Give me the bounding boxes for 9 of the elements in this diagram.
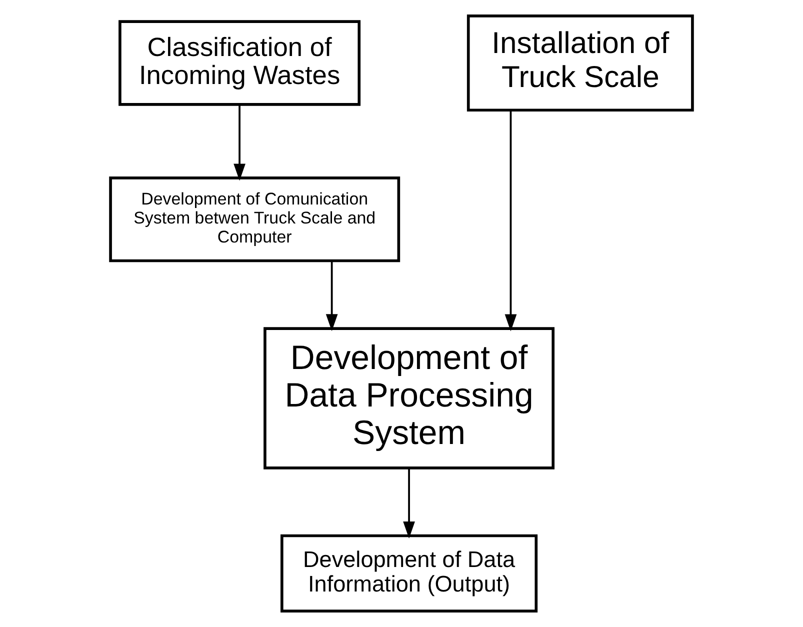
node-box: Development of Comunication System betwen Truck Scale and Computer: [109, 176, 400, 262]
node-box: Classification of Incoming Wastes: [118, 20, 361, 106]
node-box: Installation of Truck Scale: [466, 14, 694, 112]
arrow: [504, 110, 517, 332]
node-box: Development of Data Processing System: [264, 327, 555, 470]
arrow: [326, 260, 338, 332]
arrow: [234, 104, 246, 181]
arrow: [403, 468, 415, 538]
node-box: Development of Data Information (Output): [280, 534, 538, 612]
